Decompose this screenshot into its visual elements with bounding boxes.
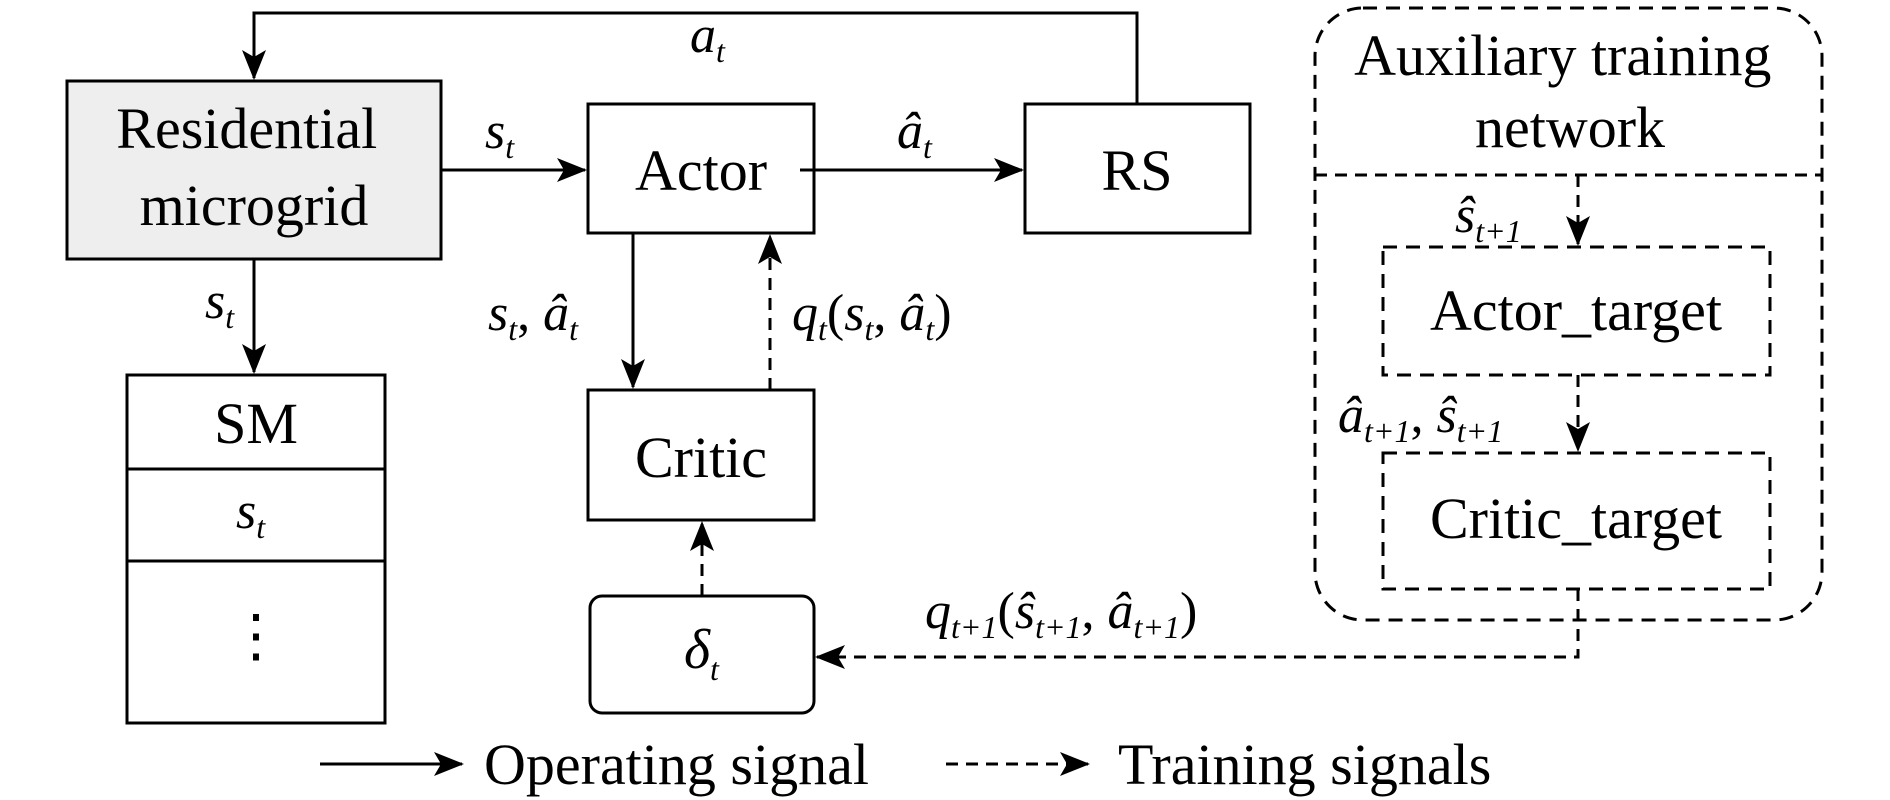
label-ahat-t: ât — [897, 103, 933, 165]
legend: Operating signal Training signals — [320, 732, 1491, 797]
label-a-t: at — [690, 7, 726, 69]
label-ahat-shat-t1: ât+1, ŝt+1 — [1338, 387, 1503, 449]
microgrid-box — [65, 79, 443, 261]
legend-training-label: Training signals — [1118, 732, 1491, 797]
actor-target-box — [1381, 245, 1772, 377]
rs-label: RS — [1102, 138, 1173, 203]
aux-network-title: Auxiliary training network — [1354, 23, 1786, 160]
microgrid-label: Residential microgrid — [116, 96, 391, 238]
rs-box — [1023, 102, 1252, 235]
critic-box — [586, 388, 816, 522]
actor-box — [586, 102, 816, 235]
sm-title: SM — [214, 391, 298, 456]
label-q-t1: qt+1(ŝt+1, ât+1) — [925, 583, 1197, 645]
label-q-t: qt(st, ât) — [792, 285, 952, 347]
sm-box — [125, 373, 387, 725]
critic-target-label: Critic_target — [1430, 486, 1722, 551]
label-s-t-actor: st — [485, 103, 515, 165]
critic-label: Critic — [635, 425, 767, 490]
delta-label: δt — [684, 619, 720, 687]
sm-row-state: st — [236, 483, 266, 545]
sm-row-ellipsis: ⋮ — [227, 603, 285, 668]
edge-rs-to-microgrid — [242, 11, 1139, 104]
actor-target-label: Actor_target — [1430, 278, 1722, 343]
label-s-t-sm: st — [205, 273, 235, 335]
label-shat-t1: ŝt+1 — [1455, 187, 1522, 249]
legend-operating-label: Operating signal — [484, 732, 869, 797]
edge-critic-target-to-delta — [815, 589, 1580, 669]
aux-network-container — [1313, 6, 1824, 622]
label-s-ahat-critic: st, ât — [488, 285, 579, 347]
actor-label: Actor — [635, 138, 767, 203]
